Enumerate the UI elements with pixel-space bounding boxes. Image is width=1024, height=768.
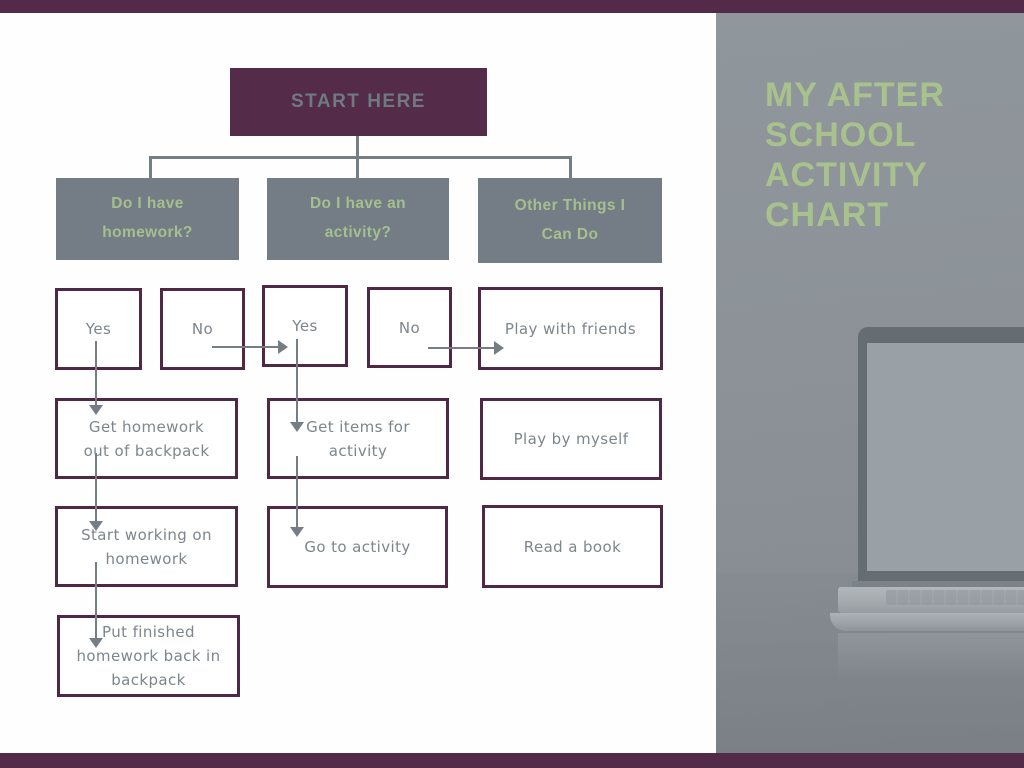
laptop-photo-keyboard	[886, 590, 1024, 605]
step-box-start-working: Start working on homework	[55, 506, 238, 587]
arrow-line-no-to-activity-yes	[212, 346, 280, 348]
question-box-other-things: Other Things I Can Do	[478, 178, 662, 263]
page-title: MY AFTER SCHOOL ACTIVITY CHART	[765, 76, 945, 234]
step-box-put-homework-back: Put finished homework back in backpack	[57, 615, 240, 697]
connector-drop-left	[149, 156, 152, 178]
option-box-read-a-book: Read a book	[482, 505, 663, 588]
connector-drop-center	[356, 156, 359, 178]
arrow-line-yes-to-step1	[95, 341, 97, 407]
option-box-play-with-friends: Play with friends	[478, 287, 663, 370]
answer-box-activity-no: No	[367, 287, 452, 368]
step-box-get-items: Get items for activity	[267, 398, 449, 479]
sidebar: MY AFTER SCHOOL ACTIVITY CHART	[716, 13, 1024, 753]
step-box-get-homework-out: Get homework out of backpack	[55, 398, 238, 479]
answer-box-activity-yes: Yes	[262, 285, 348, 367]
connector-start-stem	[356, 136, 359, 157]
answer-box-homework-no: No	[160, 288, 245, 370]
arrowhead-yes-to-get-items	[290, 422, 304, 432]
laptop-photo-hinge	[852, 581, 1024, 587]
arrow-line-yes-to-get-items	[296, 339, 298, 424]
arrow-line-step2-to-step3	[95, 562, 97, 640]
top-border-bar	[0, 0, 1024, 13]
arrowhead-items-to-activity	[290, 527, 304, 537]
arrowhead-no-to-activity-yes	[278, 340, 288, 354]
question-box-activity: Do I have an activity?	[267, 178, 449, 260]
start-node: START HERE	[230, 68, 487, 136]
arrowhead-step1-to-step2	[89, 521, 103, 531]
option-box-play-by-myself: Play by myself	[480, 398, 662, 480]
step-box-go-to-activity: Go to activity	[267, 506, 448, 588]
arrowhead-no-to-play-with-friends	[494, 341, 504, 355]
arrow-line-step1-to-step2	[95, 453, 97, 523]
arrowhead-step2-to-step3	[89, 638, 103, 648]
flowchart-canvas: START HERE Do I have homework? Do I have…	[0, 13, 716, 753]
laptop-photo-screen	[858, 327, 1024, 583]
connector-branch-bar	[149, 156, 572, 159]
arrow-line-no-to-play-with-friends	[428, 347, 496, 349]
laptop-photo-reflection	[838, 633, 1024, 679]
connector-drop-right	[569, 156, 572, 178]
arrow-line-items-to-activity	[296, 456, 298, 529]
laptop-photo-base-edge	[830, 613, 1024, 631]
arrowhead-yes-to-step1	[89, 405, 103, 415]
bottom-border-bar	[0, 753, 1024, 768]
answer-box-homework-yes: Yes	[55, 288, 142, 370]
question-box-homework: Do I have homework?	[56, 178, 239, 260]
